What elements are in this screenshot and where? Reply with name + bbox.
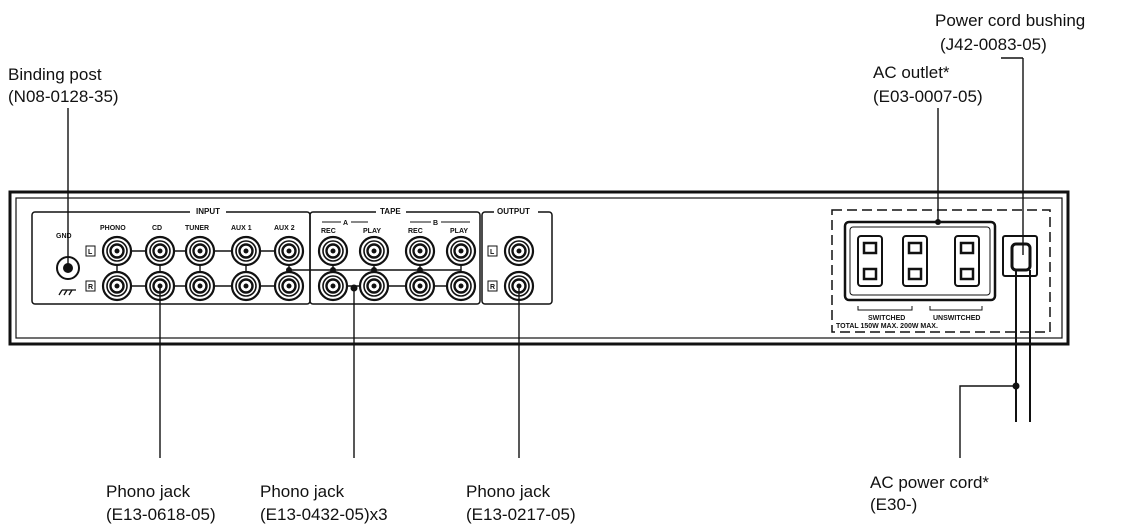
tape-section-label: TAPE: [380, 207, 401, 216]
channel-box-r-output: R: [487, 280, 498, 292]
jack-label-aux2: AUX 2: [274, 225, 295, 232]
gnd-label: GND: [56, 233, 72, 240]
phono-jack-tape-a-rec-l: [317, 235, 349, 267]
tape-jack-label-rec-b: REC: [408, 228, 423, 235]
tape-a-label: A: [343, 220, 348, 227]
phono-jack-output-l: [503, 235, 535, 267]
phono-jack-tape-b-rec-l: [404, 235, 436, 267]
phono-jack-phono-r: [101, 270, 133, 302]
ac-outlet-socket-3: [954, 235, 980, 287]
leader-dot-ac-outlet: [935, 219, 941, 225]
ac-outlet-callout-line1: AC outlet*: [873, 63, 950, 82]
phono-jack-tape-b-play-l: [445, 235, 477, 267]
jack-label-tuner: TUNER: [185, 225, 209, 232]
jack-label-cd: CD: [152, 225, 162, 232]
input-section-label: INPUT: [196, 207, 220, 216]
ground-symbol: [58, 289, 76, 296]
phono-jack-aux1-l: [230, 235, 262, 267]
tape-jack-label-rec-a: REC: [321, 228, 336, 235]
leader-dot-power-cord: [1012, 382, 1020, 390]
tape-jack-label-play-b: PLAY: [450, 228, 468, 235]
output-section-label: OUTPUT: [497, 207, 530, 216]
unswitched-label: UNSWITCHED: [933, 315, 980, 322]
phono-jack-tuner-l: [184, 235, 216, 267]
binding-post-callout-line1: Binding post: [8, 65, 102, 84]
tape-b-label: B: [433, 220, 438, 227]
leader-dot-tape: [350, 284, 358, 292]
ac-power-cord-callout-line1: AC power cord*: [870, 473, 989, 492]
channel-box-r-input: R: [85, 280, 96, 292]
phono-jack-output-callout-line2: (E13-0217-05): [466, 505, 576, 524]
outlet-bracket-unswitched: [929, 306, 983, 311]
phono-jack-tape-callout-line1: Phono jack: [260, 482, 345, 501]
jacks-layer: [101, 235, 535, 302]
power-cord: [1015, 270, 1031, 422]
phono-jack-aux2-l: [273, 235, 305, 267]
chassis-inner-edge: [15, 197, 1063, 339]
jack-label-phono: PHONO: [100, 225, 126, 232]
ac-power-cord-callout-line2: (E30-): [870, 495, 917, 514]
phono-jack-cd-l: [144, 235, 176, 267]
channel-box-l-input: L: [85, 245, 96, 257]
phono-jack-aux2-r: [273, 270, 305, 302]
phono-jack-tape-callout-line2: (E13-0432-05)x3: [260, 505, 388, 524]
ac-outlet-callout-line2: (E03-0007-05): [873, 87, 983, 106]
leader-lines: [67, 57, 1024, 458]
phono-jack-phono-l: [101, 235, 133, 267]
chassis-outline: [8, 190, 1070, 346]
power-cord-bushing: [1002, 235, 1038, 277]
ac-outlet-socket-1: [857, 235, 883, 287]
phono-jack-tuner-r: [184, 270, 216, 302]
phono-jack-tape-b-rec-r: [404, 270, 436, 302]
total-rating-label: TOTAL 150W MAX. 200W MAX.: [836, 323, 938, 330]
channel-box-l-output: L: [487, 245, 498, 257]
outlets-layer: [857, 235, 980, 287]
ac-outlet-plate: [843, 220, 997, 302]
power-cord-bushing-callout-line1: Power cord bushing: [935, 11, 1085, 30]
phono-jack-input-callout-line2: (E13-0618-05): [106, 505, 216, 524]
power-cord-bushing-callout-line2: (J42-0083-05): [940, 35, 1047, 54]
tape-jack-label-play-a: PLAY: [363, 228, 381, 235]
phono-jack-tape-b-play-r: [445, 270, 477, 302]
phono-jack-tape-a-play-l: [358, 235, 390, 267]
phono-jack-tape-a-rec-r: [317, 270, 349, 302]
svg-text:L: L: [88, 249, 93, 256]
jack-label-aux1: AUX 1: [231, 225, 252, 232]
phono-jack-input-callout-line1: Phono jack: [106, 482, 191, 501]
svg-text:R: R: [88, 284, 93, 291]
svg-text:L: L: [490, 249, 495, 256]
outlet-bracket-switched: [857, 306, 913, 311]
phono-jack-tape-a-play-r: [358, 270, 390, 302]
phono-jack-output-callout-line1: Phono jack: [466, 482, 551, 501]
phono-jack-aux1-r: [230, 270, 262, 302]
binding-post-callout-line2: (N08-0128-35): [8, 87, 119, 106]
phono-jack-cd-r: [144, 270, 176, 302]
svg-text:R: R: [490, 284, 495, 291]
ac-outlet-dashed-outline: [831, 209, 1051, 333]
ac-outlet-socket-2: [902, 235, 928, 287]
switched-label: SWITCHED: [868, 315, 905, 322]
